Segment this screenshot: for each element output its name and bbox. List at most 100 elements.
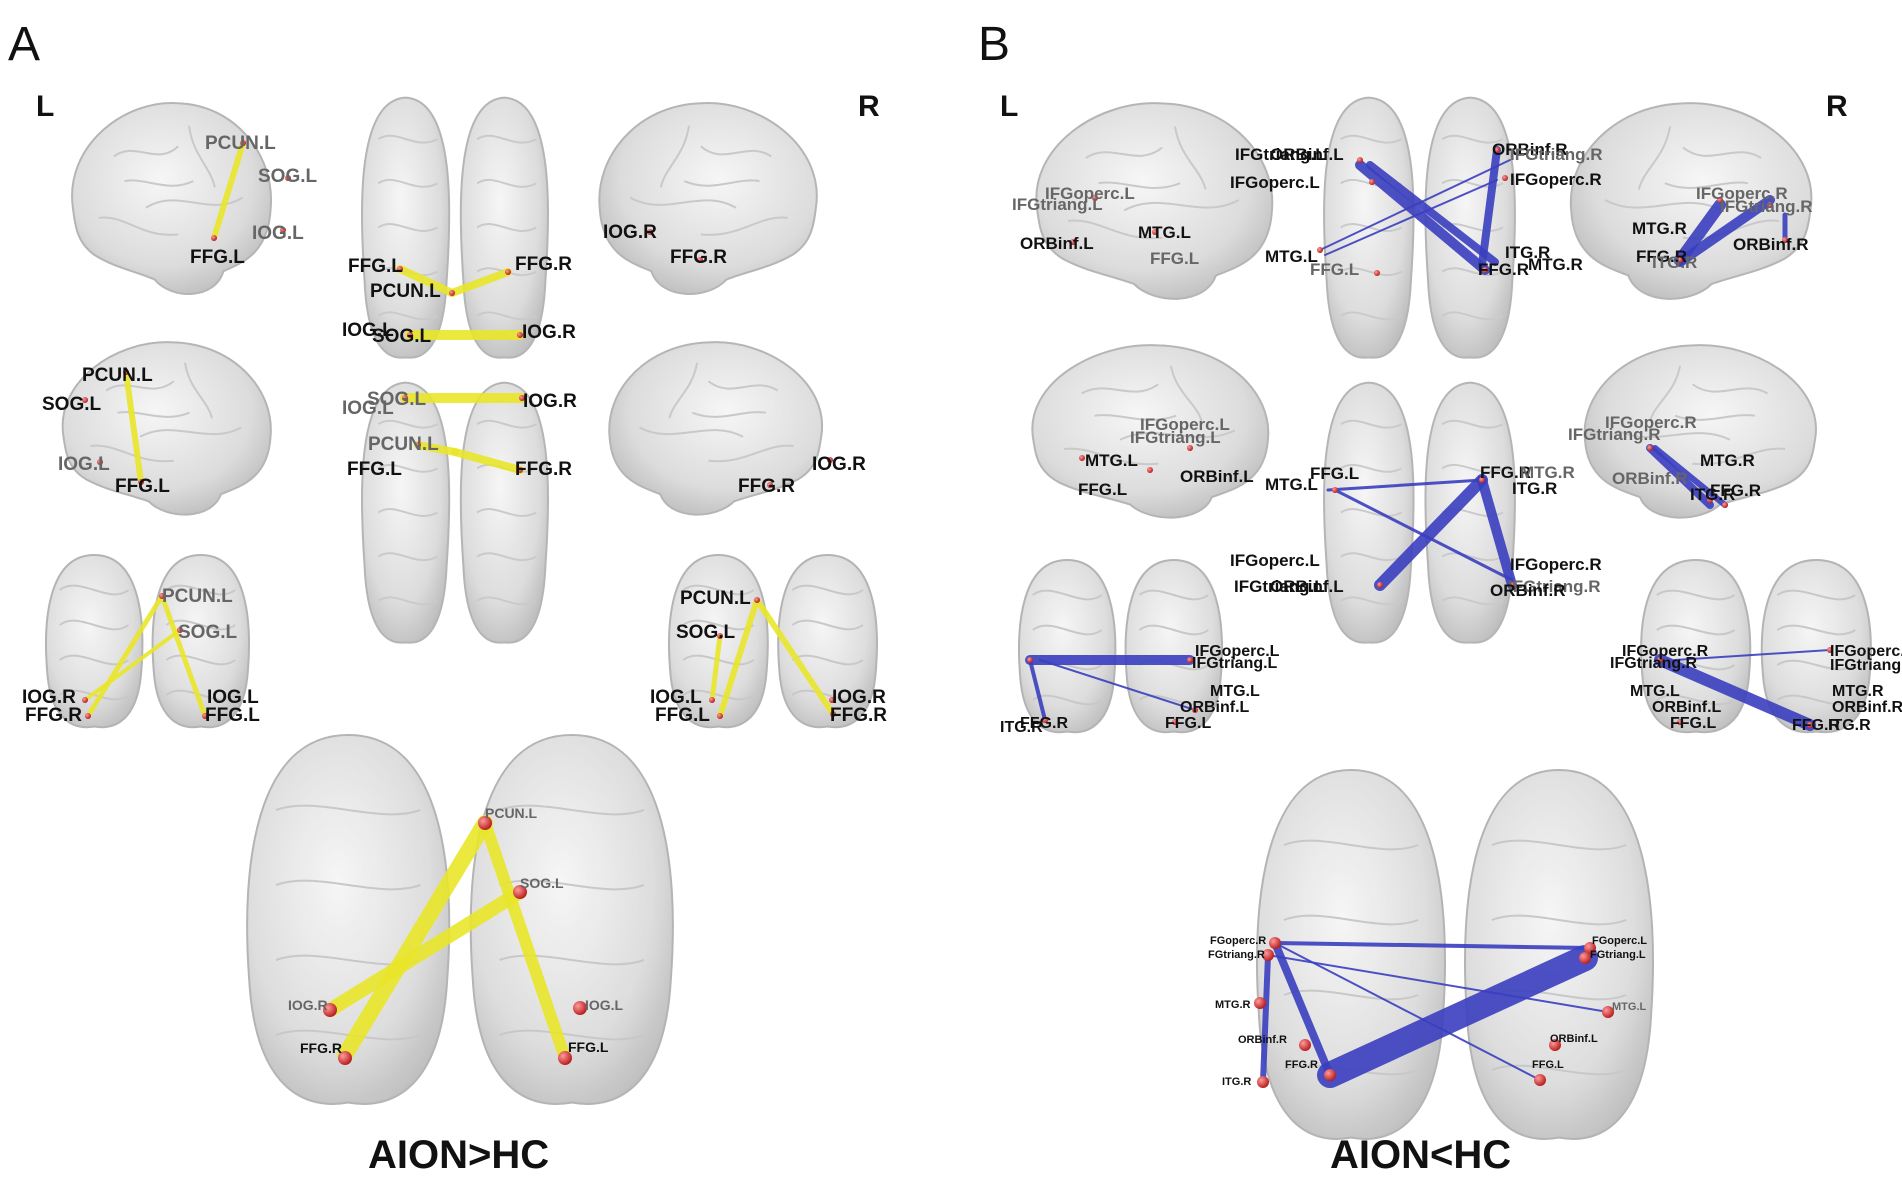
a-node-v8-0 — [754, 597, 760, 603]
roi-label-a-v8-iogl: IOG.L — [650, 687, 702, 708]
roi-label-b-v2-ifgopercl: IFGoperc.L — [1230, 173, 1320, 192]
roi-label-b-v9-fgtriang: FGtriang.R — [1208, 949, 1265, 961]
roi-label-a-v7-iogr: IOG.R — [22, 687, 76, 708]
a-brain-left-lateral — [71, 102, 272, 295]
roi-label-a-v8-pcun: PCUN.L — [680, 588, 751, 609]
a-node-v4-2 — [97, 459, 103, 465]
panel-a-right-side-label: R — [858, 90, 880, 123]
a-node-v2-2 — [505, 269, 511, 275]
a-node-v7-0 — [159, 593, 165, 599]
roi-label-a-v2-ffgl: FFG.L — [348, 256, 403, 277]
b-node-v2-4 — [1317, 247, 1323, 253]
b-node-v9-8 — [1602, 1006, 1614, 1018]
a-node-v2-1 — [449, 290, 455, 296]
connection-edges — [83, 140, 1831, 1088]
roi-label-b-v7-ifgoperc: IFGoperc.L — [1195, 643, 1280, 660]
a-edge-v2-ffgl-pcun — [396, 265, 456, 297]
b-node-v3-0 — [1717, 197, 1723, 203]
a-node-v1-1 — [285, 175, 291, 181]
b-node-v9-1 — [1262, 949, 1274, 961]
a-node-v4-0 — [123, 369, 129, 375]
b-brain-right-lateral — [1569, 102, 1813, 300]
a-brain-axial-bottom — [360, 381, 550, 644]
a-node-v9-5 — [558, 1051, 572, 1065]
a-node-v9-4 — [338, 1051, 352, 1065]
roi-label-b-v9-itg: ITG.R — [1222, 1076, 1251, 1088]
b-node-v7-3 — [1192, 707, 1198, 713]
b-node-v6-2 — [1722, 502, 1728, 508]
roi-label-b-v5-ifgopercl: IFGoperc.L — [1230, 551, 1320, 570]
a-edge-v3-pcun-ffgl — [414, 441, 459, 456]
b-node-v5-3 — [1509, 582, 1515, 588]
a-edge-v3-pcun-ffgr — [451, 448, 524, 474]
roi-label-a-v7-pcun: PCUN.L — [162, 586, 233, 607]
roi-label-b-v5-mtgr: MTG.R — [1520, 463, 1575, 482]
roi-label-a-v2-ffgr: FFG.R — [515, 254, 572, 275]
b-node-v2-1 — [1369, 179, 1375, 185]
roi-label-b-v3-itg: ITG.R — [1652, 253, 1697, 272]
roi-label-a-v3-iog: IOG.R — [603, 222, 657, 243]
b-edge-v2-ifgr-ffgr — [1478, 146, 1501, 269]
a-edge-v7-pcun-ffgr — [85, 593, 165, 719]
roi-label-a-v8-ffgr: FFG.R — [830, 705, 887, 726]
roi-label-b-v8-itg: ITG.R — [1828, 717, 1871, 734]
brain-silhouettes — [45, 96, 1872, 1140]
roi-label-b-v5-ffgr: FFG.R — [1480, 463, 1531, 482]
roi-label-b-v1-orbinf: ORBinf.L — [1020, 234, 1094, 253]
roi-label-b-v1-ifgtriang: IFGtriang.L — [1012, 195, 1103, 214]
a-node-v3-2 — [415, 442, 421, 448]
roi-label-b-v3-mtg: MTG.R — [1632, 219, 1687, 238]
roi-label-a-v7-iogl: IOG.L — [207, 687, 259, 708]
b-node-v9-10 — [1534, 1074, 1546, 1086]
panel-a-caption: AION>HC — [368, 1133, 549, 1177]
b-node-v4-2 — [1187, 445, 1193, 451]
a-node-v2-4 — [517, 332, 523, 338]
b-edge-v6-ifg-itg — [1646, 444, 1714, 509]
b-edge-v8-ifg-ifg — [1674, 649, 1831, 661]
b-node-v9-5 — [1324, 1069, 1336, 1081]
roi-label-b-v3-ffg: FFG.R — [1636, 247, 1687, 266]
roi-label-b-v4-orbinf: ORBinf.L — [1180, 467, 1254, 486]
b-node-v9-3 — [1299, 1039, 1311, 1051]
roi-label-a-v2-iogl: IOG.L — [342, 320, 394, 341]
roi-label-b-v8-orbinf: ORBinf.L — [1652, 699, 1722, 716]
roi-label-b-v7-mtg: MTG.L — [1210, 683, 1260, 700]
a-node-v8-4 — [830, 711, 836, 717]
b-node-v9-7 — [1579, 952, 1591, 964]
a-brain-large-coronal — [246, 733, 674, 1105]
roi-label-a-v5-iogr: IOG.R — [523, 391, 577, 412]
b-node-v2-2 — [1494, 147, 1500, 153]
roi-label-b-v9-mtg: MTG.R — [1215, 999, 1250, 1011]
roi-label-b-v2-ffgr: FFG.R — [1478, 260, 1529, 279]
b-node-v2-6 — [1482, 267, 1488, 273]
b-node-v9-4 — [1257, 1076, 1269, 1088]
b-edge-v2-ifg-ffgr — [1355, 160, 1490, 275]
roi-label-b-v8-ifgtriang: IFGtriang.R — [1610, 655, 1698, 672]
a-edge-v2-pcun-ffgr — [448, 268, 512, 297]
roi-label-a-v4-iog: IOG.L — [58, 454, 110, 475]
roi-label-b-v7-ffg: FFG.L — [1165, 715, 1211, 732]
roi-label-b-v5-ifgtriangr: IFGtriang.R — [1508, 577, 1601, 596]
roi-label-b-v4-ffg: FFG.L — [1078, 480, 1127, 499]
roi-label-a-v1-sog: SOG.L — [258, 166, 318, 187]
b-node-v2-3 — [1502, 175, 1508, 181]
panel-b-right-side-label: R — [1826, 90, 1848, 123]
b-node-v1-1 — [1070, 239, 1076, 245]
roi-label-b-v5-orbinfr: ORBinf.R — [1490, 581, 1566, 600]
roi-label-b-v8-ifgoperc: IFGoperc.R — [1622, 643, 1709, 660]
b-edge-v5-ffgr-ifgr — [1477, 475, 1517, 590]
roi-label-b-v8-ffgr: FFG.R — [1792, 717, 1840, 734]
a-brain-right-medial — [608, 341, 824, 516]
a-brain-left-medial — [61, 341, 272, 516]
a-node-v9-3 — [573, 1001, 587, 1015]
roi-label-a-v7-ffgl: FFG.L — [205, 705, 260, 726]
b-node-v5-2 — [1377, 582, 1383, 588]
b-node-v9-6 — [1584, 942, 1596, 954]
roi-label-b-v3-ifgoperc: IFGoperc.R — [1696, 184, 1788, 203]
b-node-v8-0 — [1657, 657, 1663, 663]
roi-label-b-v8-ffg: FFG.L — [1670, 715, 1716, 732]
roi-label-b-v6-mtg: MTG.R — [1700, 451, 1755, 470]
a-edge-v1-pcun-ffg — [211, 140, 246, 241]
roi-label-a-v5-ffgl: FFG.L — [347, 459, 402, 480]
